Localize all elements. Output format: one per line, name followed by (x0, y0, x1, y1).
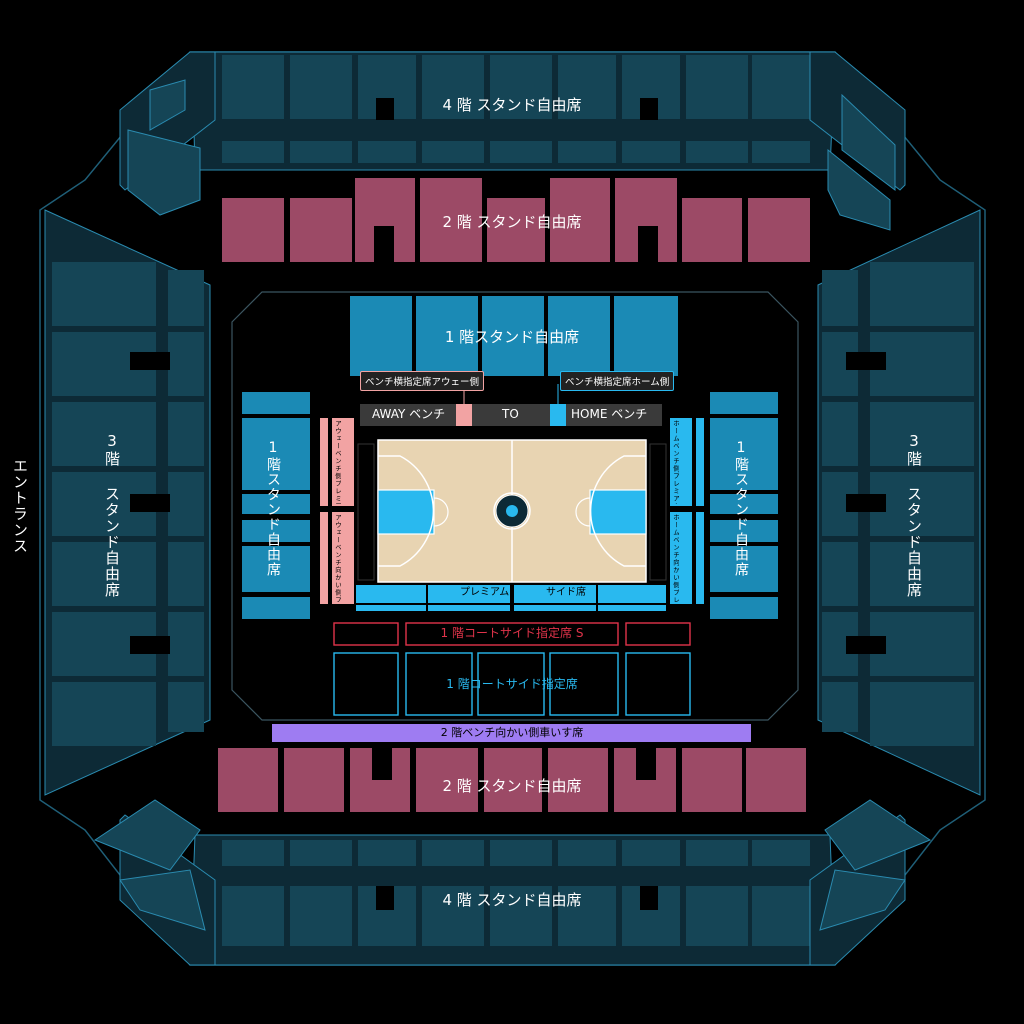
to-label: TO (502, 407, 519, 421)
stand-4f-corner-top-right[interactable] (809, 51, 906, 231)
premium-side-label-2: サイド席 (546, 587, 586, 598)
stand-3f-right-label: 3階 スタンド自由席 (905, 432, 923, 598)
stand-4f-bottom[interactable] (189, 834, 836, 966)
away-bench-seats (456, 404, 472, 426)
premium-end-home[interactable] (670, 418, 704, 604)
home-bench-seats (550, 404, 566, 426)
premium-end-away-1-label: アウェーベンチ側プレミアムエンド (334, 420, 341, 504)
courtside-label: 1 階コートサイド指定席 (446, 677, 578, 691)
stand-1f-top[interactable] (350, 296, 678, 376)
wheelchair-label: 2 階ベンチ向かい側車いす席 (440, 726, 584, 739)
stand-4f-corner-top-left[interactable] (119, 51, 216, 216)
stand-4f-top[interactable] (191, 51, 836, 171)
stand-2f-bottom-label: 2 階 スタンド自由席 (442, 777, 582, 795)
bench-home-tag: ベンチ横指定席ホーム側 (560, 371, 675, 391)
premium-side-seats[interactable] (356, 585, 666, 611)
stand-3f-right[interactable] (817, 209, 981, 796)
stand-1f-left-label: 1階スタンド自由席 (265, 440, 281, 577)
stand-1f-right[interactable] (710, 392, 778, 619)
courtside-s-label: 1 階コートサイド指定席 S (440, 626, 584, 640)
stand-2f-top[interactable] (222, 178, 810, 262)
stand-4f-top-label: 4 階 スタンド自由席 (442, 96, 582, 114)
home-bench-label: HOME ベンチ (571, 407, 648, 421)
courtside-seats[interactable] (333, 652, 691, 716)
wheelchair-seats[interactable] (272, 724, 751, 742)
entrance-label: エントランス (11, 458, 29, 554)
stand-2f-bottom[interactable] (218, 748, 806, 812)
bench-away-tag: ベンチ横指定席アウェー側 (360, 371, 485, 391)
stand-4f-corner-bottom-right[interactable] (809, 799, 932, 966)
away-bench-label: AWAY ベンチ (372, 407, 446, 421)
premium-end-away-2-label: アウェーベンチ向かい側プレミアムエンド (334, 514, 341, 602)
premium-side-label-1: プレミアム (460, 587, 510, 598)
premium-end-away[interactable] (320, 418, 354, 604)
stand-3f-left[interactable] (44, 209, 211, 796)
stand-4f-bottom-label: 4 階 スタンド自由席 (442, 891, 582, 909)
stand-1f-right-label: 1階スタンド自由席 (733, 440, 749, 577)
stand-2f-top-label: 2 階 スタンド自由席 (442, 213, 582, 231)
basketball-logo-icon (495, 494, 529, 528)
stand-4f-corner-bottom-left[interactable] (93, 799, 216, 966)
stand-1f-left[interactable] (242, 392, 310, 619)
courtside-s-seats[interactable] (333, 622, 691, 646)
inner-frame (231, 291, 799, 721)
premium-end-home-2-label: ホームベンチ向かい側プレミアムエンド (672, 514, 679, 602)
stand-1f-top-label: 1 階スタンド自由席 (444, 328, 580, 346)
premium-end-home-1-label: ホームベンチ側プレミアムエンド (672, 420, 679, 504)
bench-bar (360, 384, 662, 426)
stand-3f-left-label: 3階 スタンド自由席 (103, 432, 121, 598)
